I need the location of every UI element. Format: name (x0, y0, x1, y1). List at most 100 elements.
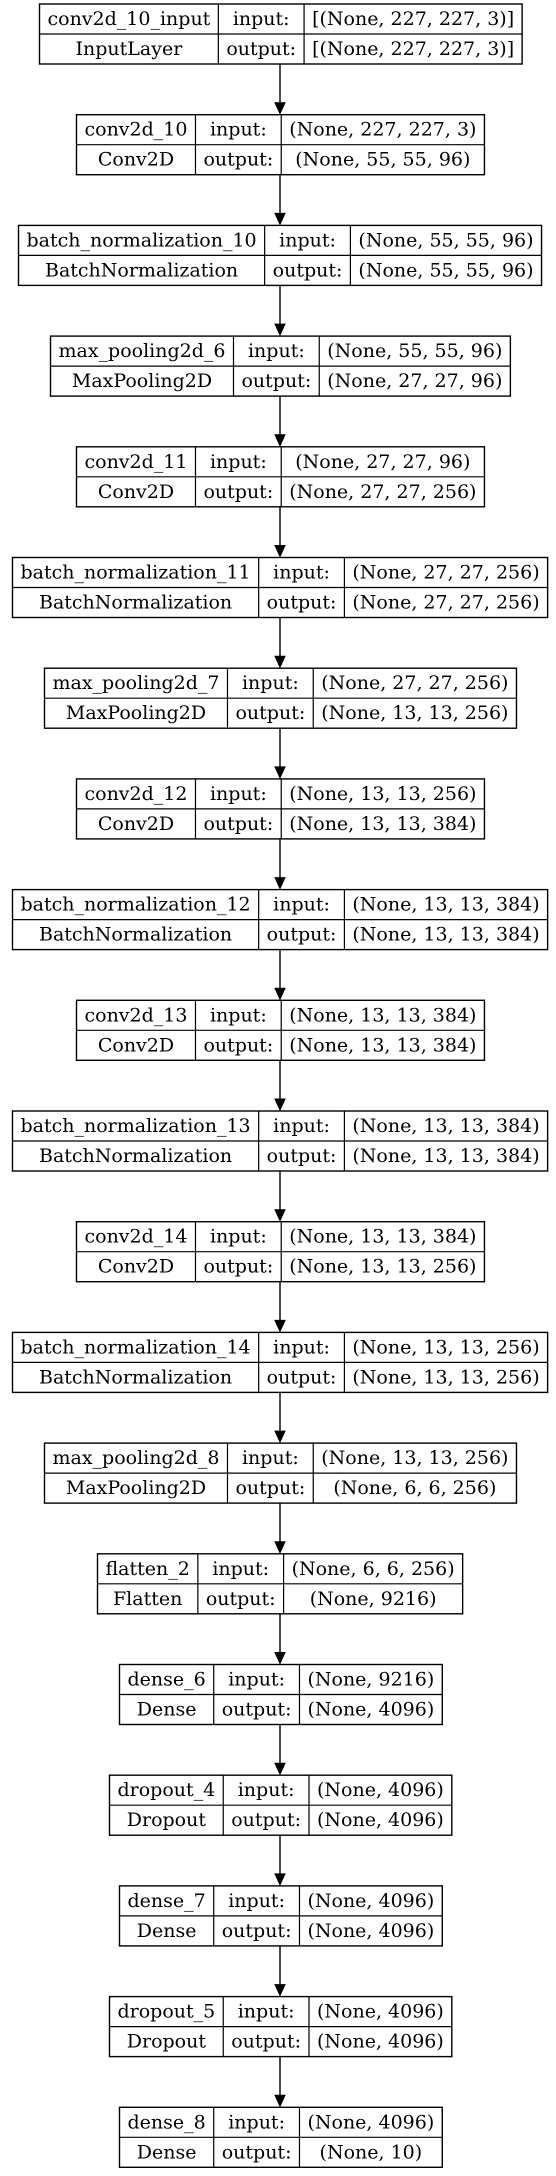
input-label: input: (233, 8, 290, 30)
flow-arrow (274, 1060, 286, 1112)
layer-name: conv2d_12 (84, 783, 187, 805)
input-shape: (None, 6, 6, 256) (292, 1558, 455, 1580)
layer-type: Dropout (127, 2031, 207, 2053)
input-shape: (None, 27, 27, 96) (295, 451, 470, 473)
input-shape: (None, 13, 13, 384) (289, 1226, 476, 1248)
output-shape: (None, 27, 27, 256) (289, 481, 476, 503)
output-label: output: (203, 149, 273, 171)
flow-arrow (274, 396, 286, 448)
layer-name: batch_normalization_12 (20, 894, 250, 916)
flow-arrow (274, 1503, 286, 1555)
arrow-head-icon (274, 323, 286, 337)
input-shape: (None, 13, 13, 384) (289, 1004, 476, 1026)
output-label: output: (203, 1034, 273, 1056)
arrow-head-icon (274, 1762, 286, 1776)
input-shape: (None, 13, 13, 256) (321, 1447, 508, 1469)
flow-arrow (274, 285, 286, 337)
layer-type: Dropout (127, 1809, 207, 1831)
layer-type: BatchNormalization (39, 1145, 232, 1167)
output-shape: (None, 10) (320, 2141, 423, 2163)
layer-name: conv2d_13 (84, 1004, 187, 1026)
layer-node: max_pooling2d_7MaxPooling2Dinput:output:… (43, 667, 518, 729)
layer-type: InputLayer (76, 38, 184, 60)
arrow-head-icon (274, 102, 286, 115)
input-label: input: (228, 1890, 285, 1912)
output-label: output: (241, 370, 311, 392)
layer-name: conv2d_11 (84, 451, 187, 473)
layer-type: Dense (137, 1699, 197, 1721)
layer-node: conv2d_10_inputInputLayerinput:output:[(… (38, 3, 523, 65)
output-shape: (None, 4096) (317, 1809, 444, 1831)
layer-type: BatchNormalization (39, 592, 232, 614)
output-label: output: (203, 1256, 273, 1278)
input-label: input: (210, 451, 267, 473)
input-shape: (None, 13, 13, 256) (352, 1336, 539, 1358)
arrow-head-icon (274, 1541, 286, 1555)
flow-arrow (274, 1613, 286, 1665)
input-label: input: (242, 1447, 299, 1469)
output-shape: [(None, 227, 227, 3)] (312, 38, 514, 60)
input-shape: [(None, 227, 227, 3)] (312, 8, 514, 30)
input-shape: (None, 55, 55, 96) (358, 229, 533, 251)
flow-arrow (274, 1945, 286, 1997)
layer-type: BatchNormalization (45, 259, 238, 281)
output-shape: (None, 55, 55, 96) (358, 259, 533, 281)
layer-type: Conv2D (98, 1256, 174, 1278)
output-shape: (None, 4096) (307, 1699, 434, 1721)
layer-type: MaxPooling2D (72, 370, 212, 392)
layer-name: flatten_2 (105, 1558, 189, 1580)
input-label: input: (210, 783, 267, 805)
arrow-head-icon (274, 1319, 286, 1333)
layer-type: Conv2D (98, 481, 174, 503)
input-label: input: (248, 340, 305, 362)
layer-name: conv2d_10 (84, 119, 187, 141)
input-label: input: (273, 562, 330, 584)
input-shape: (None, 13, 13, 384) (352, 1115, 539, 1137)
input-shape: (None, 27, 27, 256) (321, 672, 508, 694)
input-shape: (None, 4096) (317, 1779, 444, 1801)
output-shape: (None, 13, 13, 384) (352, 1145, 539, 1167)
arrow-head-icon (274, 1873, 286, 1887)
flow-arrow (274, 728, 286, 780)
layer-type: MaxPooling2D (66, 702, 206, 724)
arrow-head-icon (274, 434, 286, 448)
layer-type: BatchNormalization (39, 924, 232, 946)
arrow-head-icon (274, 987, 286, 1001)
input-label: input: (238, 1779, 295, 1801)
layer-name: max_pooling2d_7 (52, 672, 219, 694)
output-label: output: (222, 1920, 292, 1942)
layer-type: MaxPooling2D (66, 1477, 206, 1499)
input-label: input: (238, 2001, 295, 2023)
arrow-head-icon (274, 1209, 286, 1222)
flow-arrow (274, 64, 286, 115)
layer-type: Flatten (113, 1588, 182, 1610)
layer-name: dropout_4 (117, 1779, 215, 1801)
layer-type: Dense (137, 2141, 197, 2163)
layer-type: Conv2D (98, 1034, 174, 1056)
arrow-head-icon (274, 1652, 286, 1665)
layer-name: batch_normalization_10 (26, 229, 256, 251)
output-label: output: (235, 702, 305, 724)
layer-name: max_pooling2d_8 (52, 1447, 219, 1469)
flow-arrow (274, 1724, 286, 1776)
layer-name: conv2d_10_input (47, 8, 210, 30)
layer-name: conv2d_14 (84, 1226, 187, 1248)
input-label: input: (273, 1336, 330, 1358)
output-shape: (None, 4096) (317, 2031, 444, 2053)
layer-name: max_pooling2d_6 (58, 340, 225, 362)
output-shape: (None, 27, 27, 256) (352, 592, 539, 614)
arrow-head-icon (274, 212, 286, 226)
output-label: output: (267, 592, 337, 614)
input-label: input: (228, 1669, 285, 1691)
input-label: input: (273, 894, 330, 916)
layer-name: dense_6 (127, 1669, 205, 1691)
output-shape: (None, 13, 13, 256) (352, 1366, 539, 1388)
flow-arrow (274, 617, 286, 669)
